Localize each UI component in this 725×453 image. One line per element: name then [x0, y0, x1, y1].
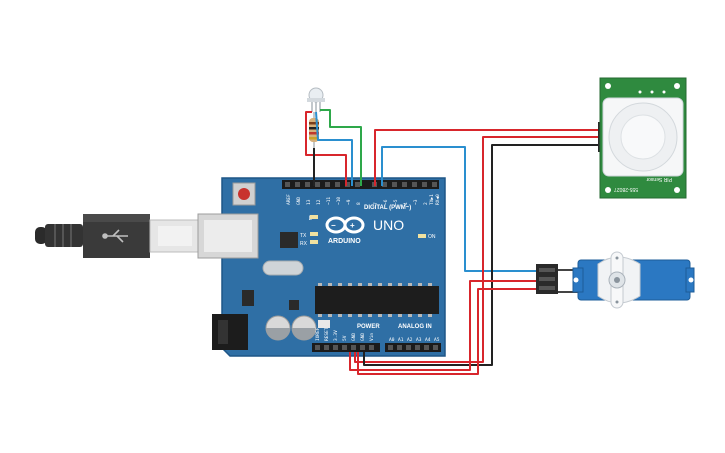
pin-label: GND — [296, 197, 302, 205]
wire-red-led — [305, 111, 347, 186]
pin-label: ~3 — [413, 199, 419, 205]
wire-blue-led — [315, 111, 353, 186]
pin-label: 12 — [316, 199, 322, 205]
wire-red-pir-power — [354, 136, 600, 363]
pin-label: A4 — [425, 337, 431, 343]
led-on-label: ON — [428, 234, 436, 240]
arduino-brand-label: ARDUINO — [328, 238, 361, 245]
pin-label: A1 — [398, 337, 404, 343]
pin-label: TX▶1 — [429, 194, 435, 205]
wire-green-led — [320, 109, 362, 186]
pin-label: ~9 — [346, 199, 352, 205]
analog-header-label: ANALOG IN — [398, 324, 432, 330]
pir-label: PIR Sensor — [646, 176, 672, 182]
pin-label: 13 — [306, 199, 312, 205]
led-tx-label: TX — [300, 233, 307, 239]
pin-label: A3 — [416, 337, 422, 343]
pin-label: ~6 — [383, 199, 389, 205]
wire-red-servo — [349, 280, 540, 371]
pin-label: A2 — [407, 337, 413, 343]
wire-blue-servo — [381, 146, 540, 272]
wire-black-pir — [363, 144, 600, 366]
pin-label: RESET — [324, 327, 330, 341]
pin-label: ~11 — [326, 197, 332, 205]
arduino-infinity-logo-icon — [325, 216, 365, 234]
pin-label: ~5 — [393, 199, 399, 205]
arduino-uno-board: L TX RX ON − + ARDUINO UNO DIGITAL (PWM~… — [197, 177, 446, 357]
svg-text:+: + — [350, 221, 355, 230]
pin-label: 2 — [423, 202, 429, 205]
pin-label: 7 — [373, 202, 379, 205]
pin-label: RX◀0 — [435, 194, 441, 205]
wire-red-servo-2 — [357, 288, 540, 375]
usb-cable-icon — [35, 214, 199, 258]
pin-label: 8 — [356, 202, 362, 205]
pir-code: 555-28027 — [614, 186, 638, 192]
pin-label: 4 — [403, 202, 409, 205]
led-l-label: L — [309, 216, 313, 222]
pin-label: A0 — [389, 337, 395, 343]
power-header-label: POWER — [357, 324, 380, 330]
led-icon — [307, 87, 325, 112]
pin-label: GND — [351, 333, 357, 341]
wire-red-pir-signal — [374, 129, 600, 186]
pir-sensor-icon: PIR Sensor 555-28027 — [598, 77, 687, 199]
pin-label: A5 — [434, 337, 440, 343]
pin-label: 3.3V — [333, 330, 339, 341]
pin-label: GND — [360, 333, 366, 341]
pin-label: 5V — [342, 335, 348, 341]
servo-motor-icon — [536, 251, 695, 309]
pin-label: AREF — [286, 194, 292, 205]
arduino-model-label: UNO — [373, 217, 404, 233]
svg-text:−: − — [331, 221, 336, 230]
pin-label: IOREF — [315, 327, 321, 341]
wires — [305, 109, 600, 375]
pin-label: Vin — [369, 333, 375, 341]
led-rx-label: RX — [300, 241, 308, 247]
pin-label: ~10 — [336, 197, 342, 205]
digital-header-label: DIGITAL (PWM~) — [364, 205, 411, 211]
